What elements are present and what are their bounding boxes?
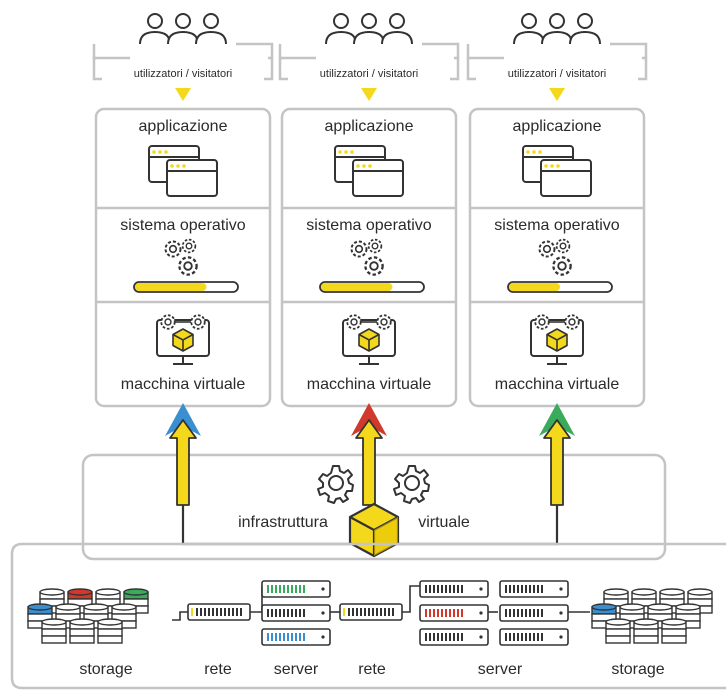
disk-drum-icon: [69, 618, 95, 644]
yellow-arrow-icon: [355, 419, 383, 506]
hardware-label: server: [478, 661, 523, 678]
hardware-label: rete: [204, 661, 232, 678]
server-unit-icon: [499, 604, 569, 622]
yellow-arrow-icon: [543, 419, 571, 506]
users-icon: [513, 13, 601, 45]
hardware-bracket: [10, 542, 726, 690]
os-progress-fill: [135, 283, 207, 291]
vm-column: utilizzatori / visitatori applicazione sis…: [466, 13, 648, 436]
monitor-icon: [530, 314, 584, 365]
vm-column: utilizzatori / visitatori applicazione sis…: [92, 13, 274, 436]
users-icon: [325, 13, 413, 45]
disk-drum-icon: [97, 618, 123, 644]
hardware-label: server: [274, 661, 319, 678]
server-unit-icon: [499, 628, 569, 646]
network-switch-icon: [187, 603, 251, 621]
vm-column: utilizzatori / visitatori applicazione sis…: [278, 13, 460, 436]
network-switch-icon: [339, 603, 403, 621]
physical-hardware-panel: storage rete server rete server storage: [10, 542, 726, 690]
disk-drum-icon: [41, 618, 67, 644]
infrastructure-label: infrastruttura: [238, 514, 328, 531]
disk-drum-icon: [111, 603, 137, 629]
disk-drum-icon: [83, 603, 109, 629]
server-unit-icon: [261, 604, 331, 622]
application-layer-label: applicazione: [513, 118, 602, 135]
down-arrow-icon: [549, 88, 565, 101]
disk-drum-icon: [55, 603, 81, 629]
vm-layer-label: macchina virtuale: [495, 376, 620, 393]
os-layer-label: sistema operativo: [120, 217, 245, 234]
hardware-label: storage: [611, 661, 664, 678]
users-label: utilizzatori / visitatori: [134, 68, 232, 80]
os-progress-fill: [509, 283, 560, 291]
server-unit-icon: [261, 580, 331, 598]
virtual-infrastructure-panel: infrastruttura virtuale: [81, 419, 667, 561]
monitor-icon: [342, 314, 396, 365]
os-progress-fill: [321, 283, 393, 291]
storage-array-icon: [591, 588, 713, 644]
server-unit-icon: [419, 604, 489, 622]
monitor-icon: [156, 314, 210, 365]
users-label: utilizzatori / visitatori: [508, 68, 606, 80]
server-unit-icon: [419, 580, 489, 598]
disk-drum-icon: [591, 603, 617, 629]
storage-array-icon: [27, 588, 149, 644]
disk-drum-icon: [675, 603, 701, 629]
window-icon: [334, 145, 404, 197]
application-layer-label: applicazione: [325, 118, 414, 135]
application-layer-label: applicazione: [139, 118, 228, 135]
yellow-arrow-icon: [169, 419, 197, 506]
disk-drum-icon: [605, 618, 631, 644]
down-arrow-icon: [361, 88, 377, 101]
users-label: utilizzatori / visitatori: [320, 68, 418, 80]
vm-columns: utilizzatori / visitatori applicazione sis…: [92, 13, 648, 436]
disk-drum-icon: [661, 618, 687, 644]
down-arrow-icon: [175, 88, 191, 101]
server-unit-icon: [261, 628, 331, 646]
os-layer-label: sistema operativo: [306, 217, 431, 234]
os-layer-label: sistema operativo: [494, 217, 619, 234]
vm-layer-label: macchina virtuale: [307, 376, 432, 393]
users-icon: [139, 13, 227, 45]
window-icon: [148, 145, 218, 197]
virtual-label: virtuale: [418, 514, 470, 531]
vm-layer-label: macchina virtuale: [121, 376, 246, 393]
server-unit-icon: [499, 580, 569, 598]
hardware-label: storage: [79, 661, 132, 678]
window-icon: [522, 145, 592, 197]
disk-drum-icon: [27, 603, 53, 629]
hardware-label: rete: [358, 661, 386, 678]
server-unit-icon: [419, 628, 489, 646]
disk-drum-icon: [633, 618, 659, 644]
